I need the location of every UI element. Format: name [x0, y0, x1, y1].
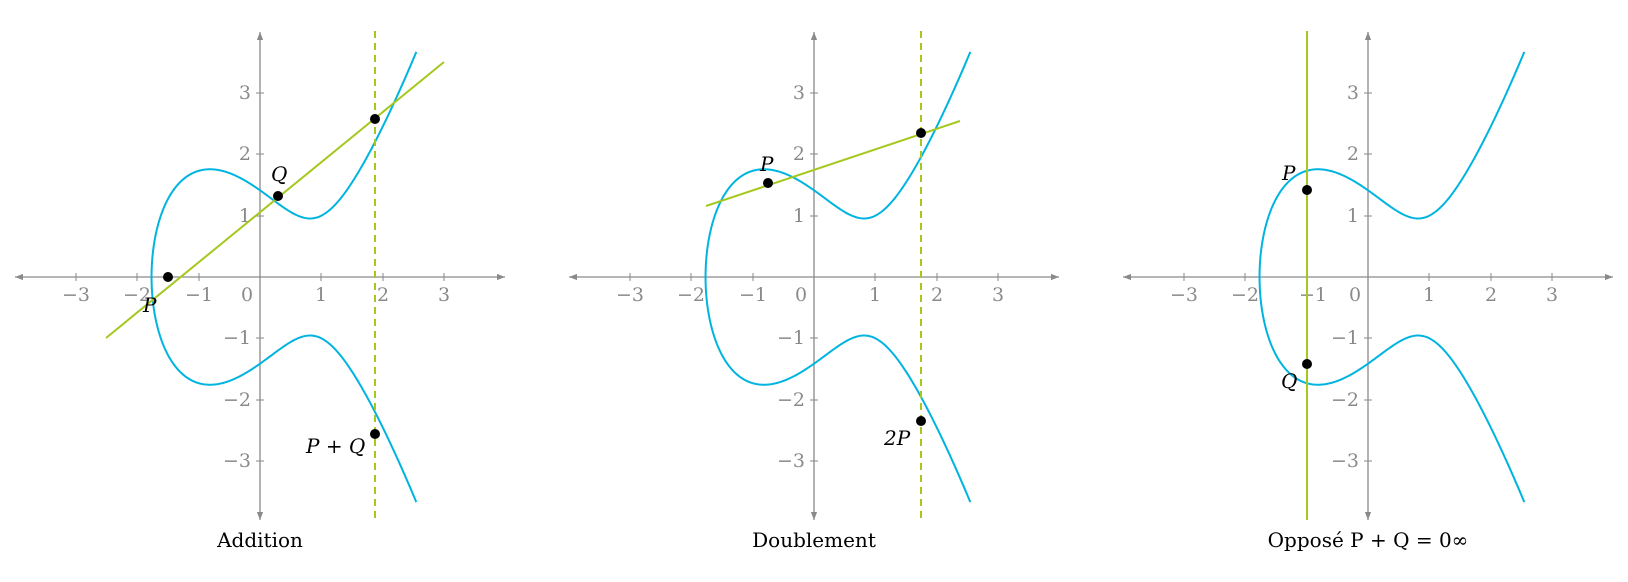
y-tick-label: −2 [777, 389, 805, 411]
x-tick-label: 3 [1546, 284, 1558, 306]
x-tick-label: 2 [377, 284, 389, 306]
x-tick-label: −3 [616, 284, 644, 306]
y-tick-label: −3 [1331, 450, 1359, 472]
x-tick-label: −1 [1299, 284, 1327, 306]
y-tick-label: −2 [223, 389, 251, 411]
panel-doublement: −3 −2 −1 0 1 2 3 3 2 1 −1 −2 −3 P [569, 31, 1059, 552]
y-tick-label: 3 [239, 82, 251, 104]
x-tick-label: 1 [1423, 284, 1435, 306]
label-p: P [1281, 161, 1296, 185]
x-tick-label: 0 [241, 284, 253, 306]
y-tick-label: −3 [223, 450, 251, 472]
x-tick-label: −2 [1231, 284, 1259, 306]
y-tick-label: 2 [239, 143, 251, 165]
y-ticks: 3 2 1 −1 −2 −3 [1331, 82, 1372, 472]
x-ticks: −3 −2 −1 0 1 2 3 [616, 273, 1004, 306]
point-p-plus-q [370, 429, 380, 439]
x-tick-label: −1 [185, 284, 213, 306]
x-ticks: −3 −2 −1 0 1 2 3 [62, 273, 450, 306]
elliptic-curve [704, 51, 972, 503]
y-tick-label: 3 [793, 82, 805, 104]
point-q [273, 191, 283, 201]
x-tick-label: 3 [992, 284, 1004, 306]
y-tick-label: −3 [777, 450, 805, 472]
point-p [1302, 185, 1312, 195]
panel-addition: −3 −2 −1 0 1 2 3 3 2 1 −1 −2 −3 [14, 31, 505, 552]
y-tick-label: 1 [793, 205, 805, 227]
y-ticks: 3 2 1 −1 −2 −3 [223, 82, 264, 472]
x-tick-label: −3 [62, 284, 90, 306]
y-tick-label: −1 [1331, 327, 1359, 349]
point-q [1302, 359, 1312, 369]
point-p [763, 178, 773, 188]
caption-oppose: Opposé P + Q = 0∞ [1268, 528, 1469, 552]
point-2p [916, 416, 926, 426]
y-tick-label: −1 [223, 327, 251, 349]
y-tick-label: −2 [1331, 389, 1359, 411]
label-q: Q [271, 162, 287, 186]
x-tick-label: −3 [1170, 284, 1198, 306]
label-p: P [142, 293, 157, 317]
x-tick-label: 0 [795, 284, 807, 306]
x-tick-label: 0 [1349, 284, 1361, 306]
y-ticks: 3 2 1 −1 −2 −3 [777, 82, 818, 472]
panel-oppose: −3 −2 −1 0 1 2 3 3 2 1 −1 −2 −3 P Q Opp [1123, 31, 1613, 552]
elliptic-curve [1258, 51, 1526, 503]
y-tick-label: 1 [1347, 205, 1359, 227]
x-tick-label: −2 [123, 284, 151, 306]
label-q: Q [1281, 369, 1297, 393]
elliptic-curve [150, 51, 418, 503]
point-intersection [916, 128, 926, 138]
caption-doublement: Doublement [752, 528, 876, 552]
x-tick-label: 3 [438, 284, 450, 306]
x-tick-label: 1 [869, 284, 881, 306]
y-tick-label: 2 [793, 143, 805, 165]
x-tick-label: 2 [1485, 284, 1497, 306]
point-p [163, 272, 173, 282]
y-tick-label: 3 [1347, 82, 1359, 104]
x-tick-label: −1 [739, 284, 767, 306]
x-ticks: −3 −2 −1 0 1 2 3 [1170, 273, 1558, 306]
y-tick-label: −1 [777, 327, 805, 349]
label-2p: 2P [883, 426, 911, 450]
caption-addition: Addition [216, 528, 303, 552]
y-tick-label: 2 [1347, 143, 1359, 165]
x-tick-label: 2 [931, 284, 943, 306]
x-tick-label: 1 [315, 284, 327, 306]
point-intersection [370, 114, 380, 124]
x-tick-label: −2 [677, 284, 705, 306]
label-p-plus-q: P + Q [305, 434, 365, 458]
label-p: P [759, 152, 774, 176]
